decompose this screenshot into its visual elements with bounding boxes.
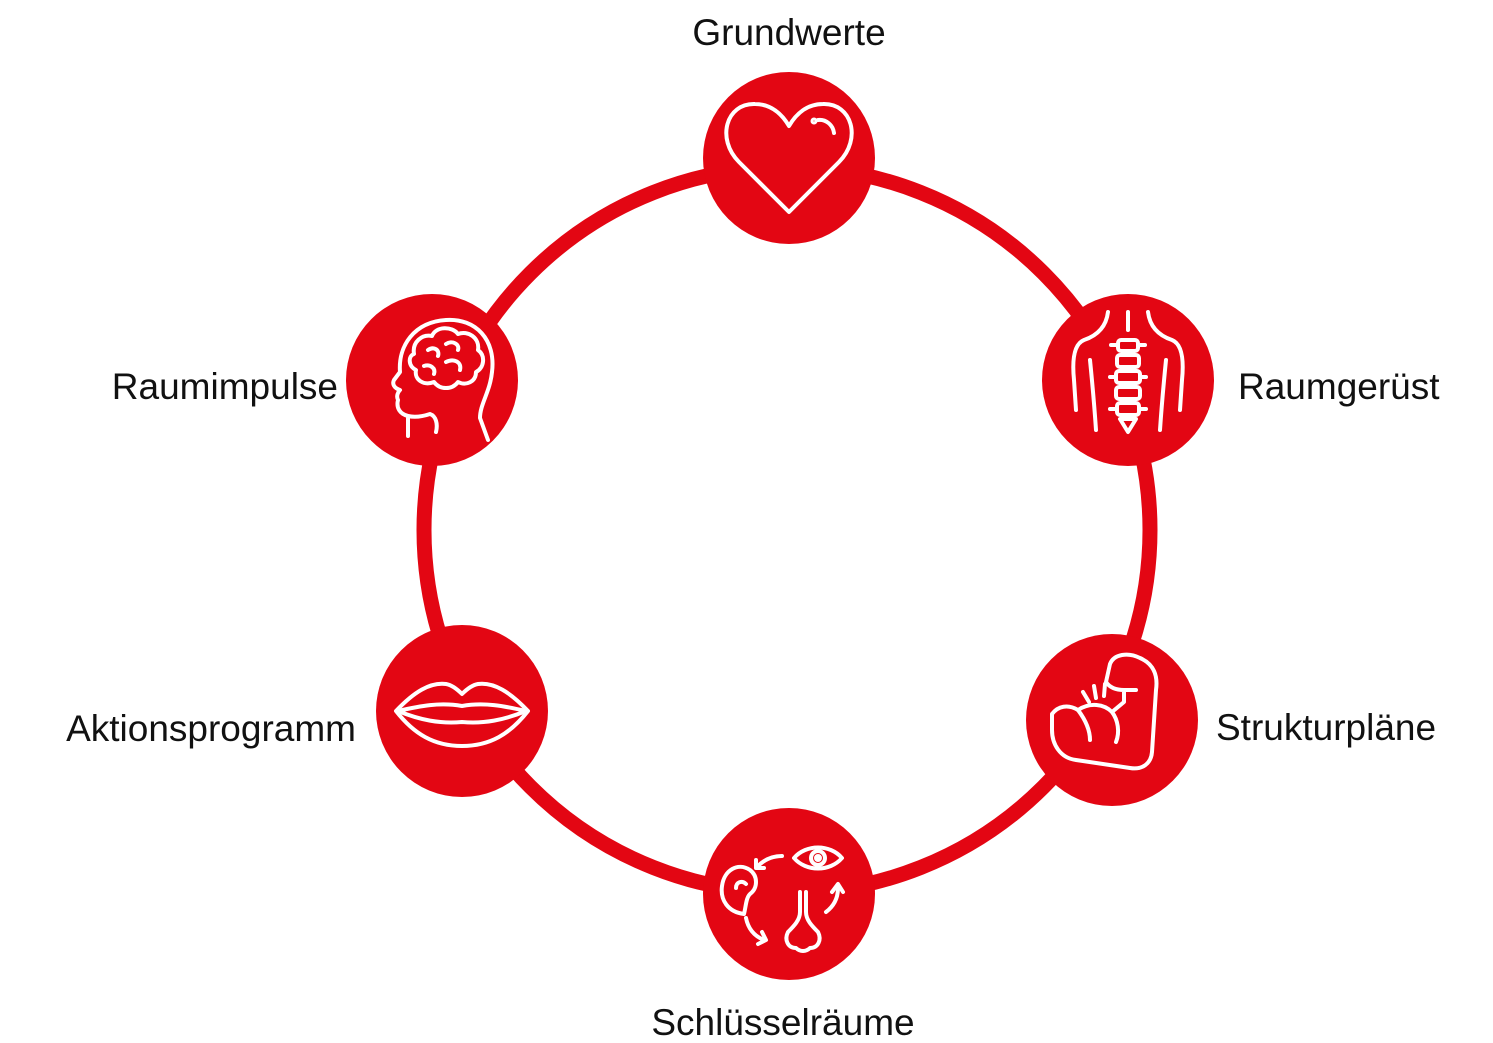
heart-icon <box>724 101 854 214</box>
node-raumimpulse: Raumimpulse <box>112 294 518 466</box>
flexed-arm-icon <box>1050 652 1159 771</box>
node-label-raumimpulse: Raumimpulse <box>112 366 338 407</box>
node-circle-grundwerte <box>703 72 875 244</box>
node-aktionsprogramm: Aktionsprogramm <box>66 625 548 797</box>
node-label-strukturplaene: Strukturpläne <box>1216 707 1436 748</box>
node-label-raumgeruest: Raumgerüst <box>1238 366 1440 407</box>
node-circle-aktionsprogramm <box>376 625 548 797</box>
node-circle-schluesselraeume <box>703 808 875 980</box>
node-schluesselraeume: Schlüsselräume <box>651 808 915 1043</box>
spine-icon <box>1071 310 1185 434</box>
node-grundwerte: Grundwerte <box>692 12 886 244</box>
node-label-grundwerte: Grundwerte <box>692 12 885 53</box>
node-strukturplaene: Strukturpläne <box>1026 634 1436 806</box>
cycle-ring <box>416 159 1158 901</box>
brain-head-icon <box>391 317 495 442</box>
node-raumgeruest: Raumgerüst <box>1042 294 1440 466</box>
node-circle-raumgeruest <box>1042 294 1214 466</box>
senses-cycle-icon <box>719 845 845 953</box>
node-label-aktionsprogramm: Aktionsprogramm <box>66 708 356 749</box>
node-label-schluesselraeume: Schlüsselräume <box>651 1002 914 1043</box>
lips-icon <box>394 681 530 748</box>
